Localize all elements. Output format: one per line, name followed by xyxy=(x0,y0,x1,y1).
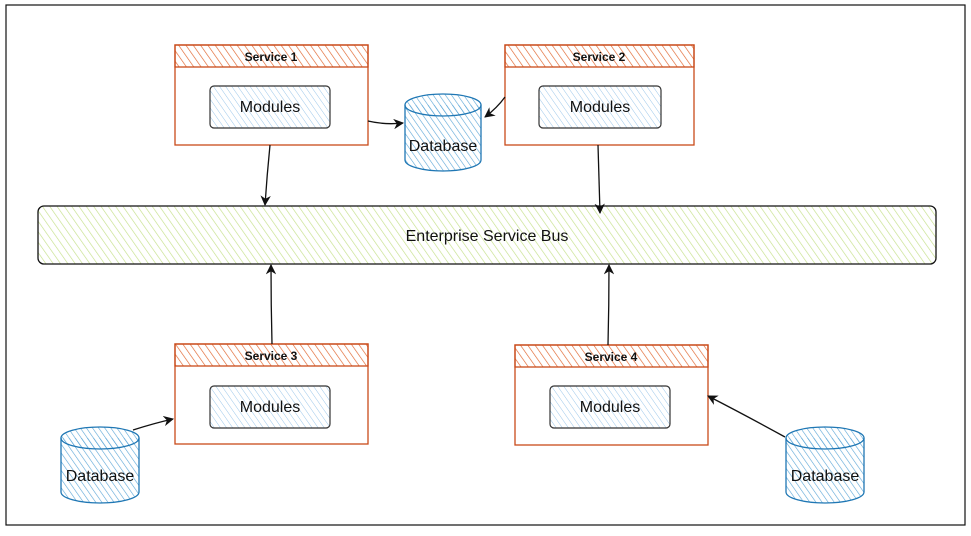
arrow-service1-to-bus xyxy=(260,144,271,207)
service-title: Service 2 xyxy=(573,50,626,64)
service-4: Service 4 Modules xyxy=(514,344,709,446)
service-2: Service 2 Modules xyxy=(504,44,695,146)
arrow-database-to-service4 xyxy=(707,395,786,438)
modules-box: Modules xyxy=(549,385,671,429)
modules-label: Modules xyxy=(240,399,300,416)
modules-label: Modules xyxy=(240,99,300,116)
arrow-service3-to-bus xyxy=(265,263,277,345)
modules-box: Modules xyxy=(209,85,331,129)
database-bottom-right: Database xyxy=(785,426,865,504)
database-label: Database xyxy=(409,138,478,155)
service-title: Service 1 xyxy=(245,50,298,64)
arrow-service4-to-bus xyxy=(603,263,615,346)
enterprise-service-bus: Enterprise Service Bus xyxy=(37,205,937,265)
bus-label: Enterprise Service Bus xyxy=(406,228,569,245)
modules-box: Modules xyxy=(538,85,662,129)
database-bottom-left: Database xyxy=(60,426,140,504)
arrow-service2-to-bus xyxy=(594,144,605,215)
database-label: Database xyxy=(791,468,860,485)
arrow-service2-to-database xyxy=(484,96,506,118)
service-title: Service 4 xyxy=(585,350,638,364)
database-label: Database xyxy=(66,468,135,485)
service-3: Service 3 Modules xyxy=(174,343,369,445)
arrow-service1-to-database xyxy=(367,118,405,130)
modules-box: Modules xyxy=(209,385,331,429)
database-top: Database xyxy=(404,93,482,172)
modules-label: Modules xyxy=(570,99,630,116)
modules-label: Modules xyxy=(580,399,640,416)
service-1: Service 1 Modules xyxy=(174,44,369,146)
service-title: Service 3 xyxy=(245,349,298,363)
arrow-database-to-service3 xyxy=(132,415,175,431)
